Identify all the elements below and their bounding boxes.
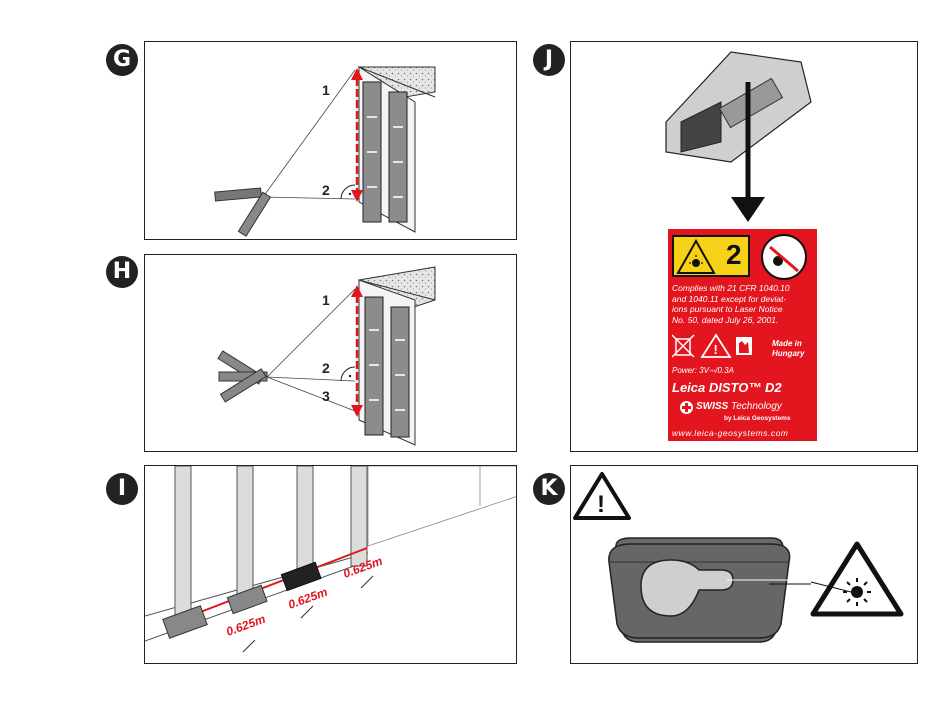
hand-warning-icon xyxy=(736,337,752,355)
label-1: 1 xyxy=(322,292,330,308)
panel-g: 1 2 xyxy=(144,41,517,240)
swiss-cross-icon xyxy=(680,401,693,414)
by-leica: by Leica Geosystems xyxy=(724,415,790,422)
laser-line-1 xyxy=(267,289,355,377)
badge-i: I xyxy=(106,473,138,505)
panel-g-illustration: 1 2 xyxy=(145,42,517,240)
panel-i-illustration: 0.625m 0.625m 0.625m xyxy=(145,466,517,664)
badge-h: H xyxy=(106,256,138,288)
badge-j: J xyxy=(533,44,565,76)
panel-k-illustration: ! xyxy=(571,466,918,664)
website: www.leica-geosystems.com xyxy=(672,428,788,438)
laser-radiation-icon xyxy=(811,544,901,614)
label-2: 2 xyxy=(322,182,330,198)
badge-g: G xyxy=(106,44,138,76)
laser-line-3 xyxy=(267,377,355,411)
swiss-technology: SWISS Technology xyxy=(696,401,782,412)
panel-h: 1 2 3 xyxy=(144,254,517,452)
badge-k: K xyxy=(533,473,565,505)
panel-i: 0.625m 0.625m 0.625m xyxy=(144,465,517,664)
label-1: 1 xyxy=(322,82,330,98)
panel-k: ! xyxy=(570,465,918,664)
laser-warning-label: 2 Complies with 21 CFR 1040.10 and 1040.… xyxy=(668,229,817,441)
label-2: 2 xyxy=(322,360,330,376)
label-3: 3 xyxy=(322,388,330,404)
disto-device-positions xyxy=(218,351,267,402)
laser-class-box: 2 xyxy=(672,235,750,277)
power-spec: Power: 3V⎓/0.3A xyxy=(672,366,734,376)
disto-device-back xyxy=(666,52,811,162)
do-not-stare-icon xyxy=(760,233,808,281)
laser-aperture-device xyxy=(609,538,790,642)
compliance-text: Complies with 21 CFR 1040.10 and 1040.11… xyxy=(672,283,814,325)
laser-line-1 xyxy=(263,70,355,197)
made-in-text: Made in Hungary xyxy=(772,339,804,359)
svg-text:!: ! xyxy=(714,342,718,357)
svg-text:!: ! xyxy=(597,491,605,518)
right-angle-mark xyxy=(341,367,355,381)
warning-icon: ! xyxy=(575,474,629,518)
disto-device xyxy=(215,188,271,236)
weee-bin-icon xyxy=(672,335,694,357)
device-back-illustration xyxy=(571,42,918,227)
panel-j: 2 Complies with 21 CFR 1040.10 and 1040.… xyxy=(570,41,918,452)
product-name: Leica DISTO™ D2 xyxy=(672,380,782,395)
panel-h-illustration: 1 2 3 xyxy=(145,255,517,452)
regulatory-icons: ! xyxy=(672,333,752,359)
laser-hazard-icon xyxy=(676,239,716,275)
caution-icon: ! xyxy=(702,335,730,357)
drywall xyxy=(368,466,517,546)
laser-class-number: 2 xyxy=(726,239,742,271)
